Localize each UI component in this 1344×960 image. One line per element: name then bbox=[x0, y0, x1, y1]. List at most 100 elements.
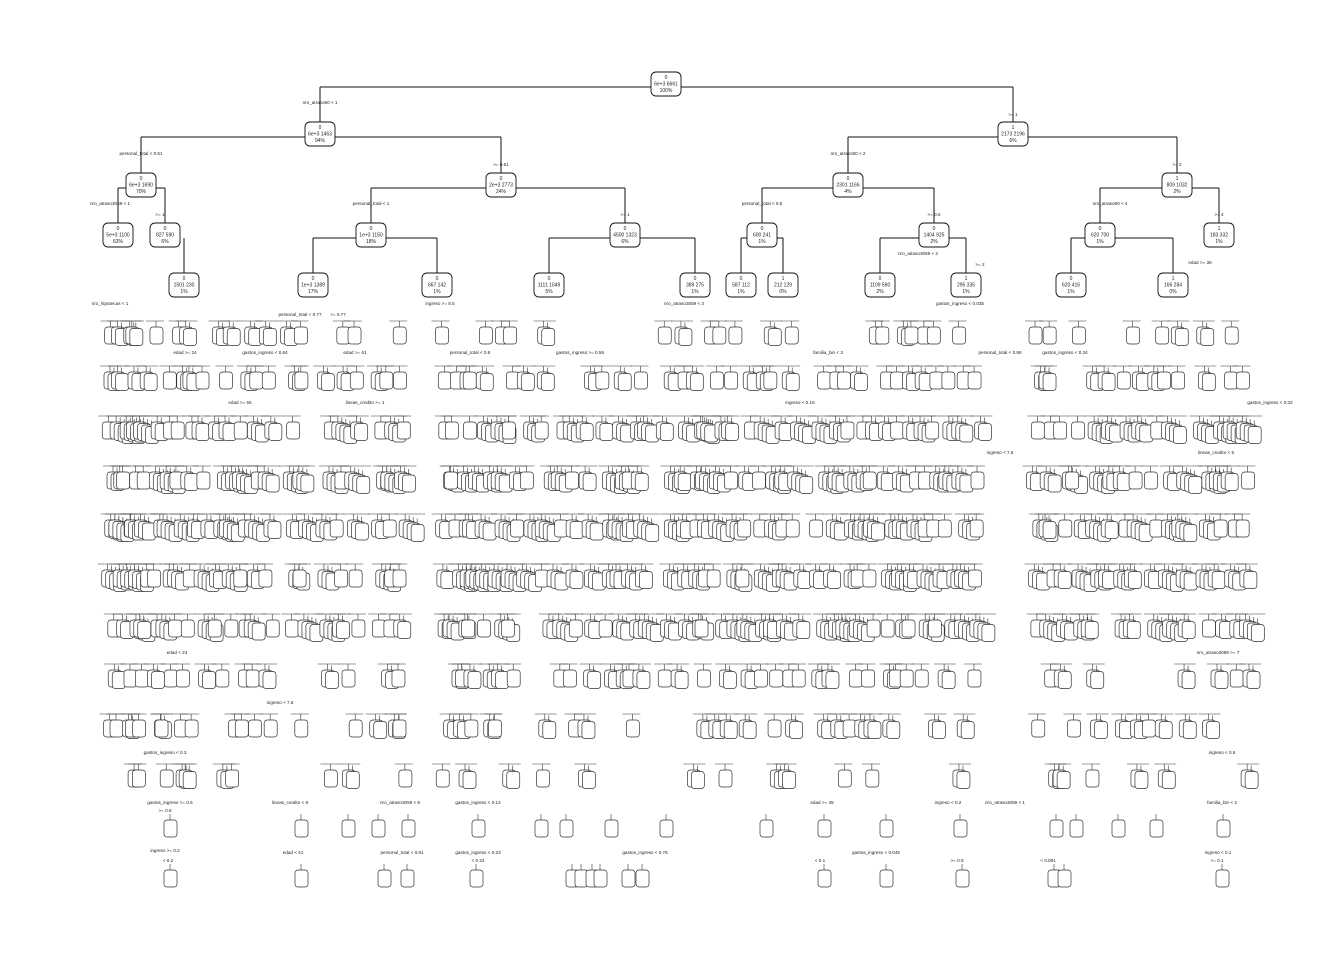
split-label: >= 0.1 bbox=[1210, 858, 1223, 863]
tree-leaf-box bbox=[1244, 771, 1259, 789]
tree-leaf-box bbox=[1047, 474, 1062, 493]
split-label: nro_atraso3059 < 1 bbox=[90, 201, 130, 206]
tree-node-line: 1501 230 bbox=[174, 283, 195, 289]
tree-leaf-box bbox=[263, 719, 278, 738]
tree-leaf-box bbox=[867, 721, 882, 739]
tree-leaf-box bbox=[659, 819, 674, 838]
tree-leaf-box bbox=[542, 721, 557, 739]
tree-leaf-box bbox=[797, 571, 812, 589]
split-label: >= 1 bbox=[1008, 112, 1018, 117]
tree-leaf-box bbox=[837, 371, 851, 390]
tree-node-line: 166 284 bbox=[1164, 283, 1182, 289]
split-label: >= 2 bbox=[975, 262, 985, 267]
tree-leaf-box bbox=[1174, 328, 1189, 346]
tree-leaf-box bbox=[1042, 521, 1057, 539]
tree-leaf-box bbox=[595, 371, 610, 390]
tree-leaf-box bbox=[154, 719, 169, 738]
tree-node-line: 6% bbox=[1009, 138, 1017, 144]
split-label: ingreso < 0.2 bbox=[935, 800, 962, 805]
tree-leaf-box bbox=[176, 669, 190, 688]
tree-leaf-box bbox=[1116, 473, 1131, 491]
tree-leaf-box bbox=[1042, 326, 1057, 345]
tree-leaf-box bbox=[1224, 473, 1239, 491]
tree-leaf-box bbox=[142, 522, 156, 541]
tree-node-line: 667 142 bbox=[428, 283, 446, 289]
tree-leaf-box bbox=[268, 423, 283, 441]
tree-leaf-box bbox=[132, 719, 146, 738]
tree-leaf-box bbox=[285, 619, 299, 638]
tree-node-line: 6e+3 1463 bbox=[308, 132, 332, 138]
tree-leaf-box bbox=[956, 771, 971, 789]
tree-leaf-box bbox=[970, 471, 985, 490]
tree-leaf-box bbox=[1241, 471, 1255, 490]
tree-leaf-box bbox=[355, 522, 369, 541]
tree-leaf-box bbox=[785, 373, 800, 391]
split-label: nro_atraso90 < 2 bbox=[831, 151, 866, 156]
tree-node-line: 2e+3 2773 bbox=[489, 183, 513, 189]
tree-leaf-box bbox=[462, 371, 477, 390]
tree-node-box bbox=[1161, 172, 1193, 198]
tree-leaf-box bbox=[880, 619, 895, 638]
tree-node-line: 389 275 bbox=[686, 283, 704, 289]
tree-leaf-box bbox=[1157, 371, 1171, 390]
tree-leaf-box bbox=[471, 819, 486, 838]
tree-leaf-box bbox=[854, 373, 868, 391]
tree-leaf-box bbox=[354, 423, 369, 441]
tree-node-line: 0 bbox=[370, 226, 373, 232]
tree-leaf-box bbox=[226, 328, 241, 346]
tree-leaf-box bbox=[351, 619, 366, 638]
tree-node-line: 183 332 bbox=[1210, 233, 1228, 239]
tree-leaf-box bbox=[759, 819, 774, 838]
tree-node-box bbox=[918, 222, 950, 248]
tree-node-line: 0 bbox=[624, 226, 627, 232]
tree-node-line: 6e+3 1690 bbox=[129, 183, 153, 189]
split-label: gastos_ingreso >= 0.6 bbox=[147, 800, 193, 805]
split-label: gastos_ingreso < 0.3 bbox=[144, 750, 187, 755]
split-label: edad < 24 bbox=[167, 650, 188, 655]
tree-leaf-box bbox=[890, 421, 905, 440]
tree-leaf-box bbox=[435, 326, 449, 345]
tree-node-line: 0 bbox=[140, 176, 143, 182]
tree-leaf-box bbox=[593, 869, 608, 888]
split-label: familia_bin < 3 bbox=[813, 350, 843, 355]
tree-leaf-box bbox=[345, 771, 360, 789]
tree-leaf-box bbox=[579, 423, 594, 441]
tree-leaf-box bbox=[861, 669, 875, 688]
tree-leaf-box bbox=[694, 619, 709, 638]
tree-leaf-box bbox=[540, 373, 555, 391]
tree-leaf-box bbox=[791, 669, 806, 688]
tree-leaf-box bbox=[589, 522, 604, 541]
tree-node-box bbox=[1157, 272, 1189, 298]
tree-leaf-box bbox=[1126, 326, 1140, 345]
split-label: ingreso < 7.6 bbox=[987, 450, 1014, 455]
tree-leaf-box bbox=[955, 869, 970, 888]
tree-node-line: 0 bbox=[879, 276, 882, 282]
tree-leaf-box bbox=[784, 326, 799, 345]
tree-leaf-box bbox=[445, 421, 459, 440]
split-label: >= 1 bbox=[155, 212, 165, 217]
tree-leaf-box bbox=[393, 371, 407, 390]
tree-leaf-box bbox=[183, 328, 197, 346]
tree-leaf-box bbox=[1201, 373, 1216, 391]
tree-leaf-box bbox=[842, 719, 857, 738]
tree-leaf-box bbox=[1057, 671, 1072, 689]
tree-leaf-box bbox=[639, 571, 653, 589]
tree-node-line: 0 bbox=[500, 176, 503, 182]
tree-leaf-box bbox=[634, 371, 648, 390]
tree-leaf-box bbox=[1065, 471, 1080, 490]
split-label: gastos_ingreso < 0.34 bbox=[1042, 350, 1088, 355]
tree-node-box bbox=[485, 172, 517, 198]
tree-node-box bbox=[950, 272, 982, 298]
tree-leaf-box bbox=[1053, 421, 1068, 440]
tree-leaf-box bbox=[769, 669, 784, 688]
tree-leaf-box bbox=[168, 619, 182, 638]
tree-leaf-box bbox=[371, 819, 386, 838]
tree-leaf-box bbox=[1182, 721, 1197, 739]
tree-leaf-box bbox=[604, 819, 619, 838]
